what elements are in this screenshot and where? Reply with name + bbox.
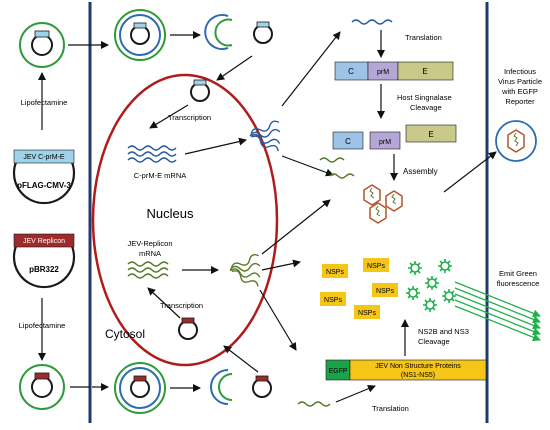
virus-label-4: Reporter <box>505 97 535 106</box>
egfp-label: EGFP <box>328 368 347 375</box>
transcription-top-label: Transcription <box>168 113 211 122</box>
open-vector-shell-top <box>204 14 229 50</box>
to-translation-top-arrow <box>281 31 341 107</box>
plasmid-pflag-cmv3: JEV C-prM-E pFLAG-CMV-3 <box>12 149 76 205</box>
cleaved-structural-proteins: C prM E <box>332 124 457 150</box>
translation-bottom-arrow <box>335 384 376 403</box>
nonstructural-label-2: (NS1-NS5) <box>401 372 435 379</box>
replicon-rna-exported <box>229 253 261 287</box>
nsp-boxes: NSPs NSPs NSPs NSPs NSPs <box>320 258 398 319</box>
cprm-mrna-in-nucleus <box>127 145 177 163</box>
open-vector-shell-top-inner <box>214 18 233 47</box>
nsp-label-3: NSPs <box>324 297 342 304</box>
replicon-rna-near-assembly <box>319 157 355 179</box>
plasmid-pflag-name: pFLAG-CMV-3 <box>17 181 71 190</box>
replicon-rna-translation <box>297 401 331 407</box>
polyprotein-prm-label: prM <box>377 69 389 76</box>
replicon-polyprotein: EGFP JEV Non Structure Proteins (NS1-NS5… <box>325 359 487 381</box>
translation-top-label: Translation <box>405 33 442 42</box>
infectious-virus-particle <box>495 120 537 162</box>
plasmid-replicon-tag-label: JEV Replicon <box>23 238 65 245</box>
replicon-vector-complex-inside <box>114 362 166 414</box>
transcription-bottom-arrow <box>147 287 181 319</box>
nsp-label-4: NSPs <box>376 288 394 295</box>
cytosol-label: Cytosol <box>105 327 145 341</box>
cprm-mrna-label: C-prM-E mRNA <box>134 171 187 180</box>
emit-label-2: fluorescence <box>497 279 540 288</box>
polyprotein-c-label: C <box>348 67 354 76</box>
to-nucleus-bottom-arrow <box>223 345 259 373</box>
lipofectamine-bottom-label: Lipofectamine <box>19 321 66 330</box>
nsp-box-2 <box>363 258 389 272</box>
fluorescence-emission-rays <box>454 281 541 342</box>
cleaved-c-label: C <box>345 137 351 146</box>
nonstructural-label-1: JEV Non Structure Proteins <box>375 363 461 370</box>
emit-label-1: Emit Green <box>499 269 537 278</box>
nonstructural-block <box>349 359 487 381</box>
polyprotein-e-label: E <box>422 67 427 76</box>
nsp-label-1: NSPs <box>326 269 344 276</box>
cleaved-c <box>332 131 364 150</box>
nsp-box-5 <box>354 305 380 319</box>
to-nucleus-top-arrow <box>216 55 253 81</box>
replicon-mrna-in-nucleus <box>127 261 169 279</box>
replicon-to-nsp-arrow <box>261 259 301 271</box>
ns-cleavage-label-1: NS2B and NS3 <box>418 327 469 336</box>
host-cleavage-label-1: Host Singnalase <box>397 93 452 102</box>
cleaved-prm <box>369 131 401 150</box>
cprm-vector-complex-inside <box>114 9 166 61</box>
plasmid-cprm-tag-label: JEV C-prM-E <box>23 154 65 161</box>
nucleus-boundary <box>91 73 279 367</box>
assembled-virions <box>363 184 403 224</box>
cprm-mrna-translation <box>351 19 393 25</box>
transcription-top-arrow <box>149 104 189 129</box>
cprm-mrna-exported <box>249 120 281 152</box>
nsp-box-4 <box>372 283 398 297</box>
translation-bottom-label: Translation <box>372 404 409 413</box>
lipofectamine-top-label: Lipofectamine <box>21 98 68 107</box>
transcription-bottom-label: Transcription <box>160 301 203 310</box>
cleaved-e-label: E <box>428 130 433 139</box>
ns-cleavage-label-2: Cleavage <box>418 337 450 346</box>
replicon-mrna-label-2: mRNA <box>139 249 161 258</box>
polyprotein-e <box>397 61 454 81</box>
released-plasmid-top <box>253 21 273 44</box>
open-vector-shell-bottom <box>210 369 229 405</box>
released-plasmid-bottom <box>252 375 272 398</box>
replicon-to-assembly-arrow <box>261 199 331 255</box>
virus-label-3: with EGFP <box>501 87 538 96</box>
cleaved-prm-label: prM <box>379 139 391 146</box>
to-assembly-from-top-arrow <box>281 155 334 177</box>
plasmid-pbr322: JEV Replicon pBR322 <box>12 233 76 289</box>
release-arrow <box>443 151 497 193</box>
nucleus-label: Nucleus <box>147 206 194 221</box>
plasmid-pbr322-name: pBR322 <box>29 265 59 274</box>
mrna-export-top-arrow <box>184 137 247 155</box>
plasmid-in-nucleus-cprm <box>190 79 210 102</box>
virus-label-2: Virus Particle <box>498 77 542 86</box>
cleaved-e <box>405 124 457 143</box>
egfp-fluorophores <box>406 259 456 312</box>
replicon-mrna-label-1: JEV-Replicon <box>127 239 172 248</box>
plasmid-in-nucleus-replicon <box>178 317 198 340</box>
assembly-label: Assembly <box>403 167 438 176</box>
nsp-box-1 <box>322 264 348 278</box>
cprm-vector-complex-outside <box>19 22 65 68</box>
virus-label-1: Infectious <box>504 67 536 76</box>
nsp-label-5: NSPs <box>358 310 376 317</box>
structural-polyprotein: C prM E <box>334 61 454 81</box>
replicon-vector-complex-outside <box>19 364 65 410</box>
host-cleavage-label-2: Cleavage <box>410 103 442 112</box>
replicon-to-translation-arrow <box>259 289 297 351</box>
nsp-box-3 <box>320 292 346 306</box>
nsp-label-2: NSPs <box>367 263 385 270</box>
open-vector-shell-bottom-inner <box>218 373 233 401</box>
